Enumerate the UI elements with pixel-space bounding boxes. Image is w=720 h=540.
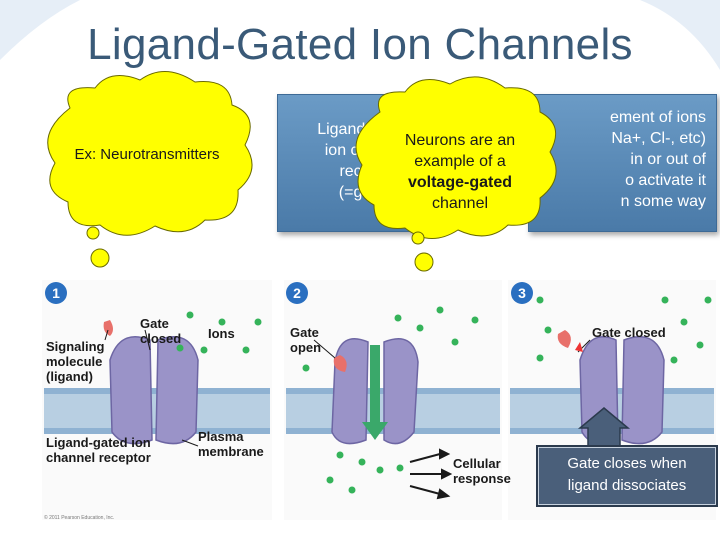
note-line-bold: voltage-gated [407,174,512,191]
tooltip-arrow [577,407,631,448]
note-line: example of a [414,153,506,170]
neurotransmitters-example: Ex: Neurotransmitters [74,146,220,163]
box-line: ement of ions [609,109,706,126]
gate-open-label: Gate open [290,325,322,355]
response-arrows [409,448,453,500]
tooltip-line: ligand dissociates [567,477,687,494]
ligand-3 [557,330,571,348]
gate-closes-tooltip: Gate closes when ligand dissociates [538,447,716,505]
panel-number-2: 2 [286,282,308,304]
copyright-note: © 2011 Pearson Education, Inc. [44,515,115,521]
middle-thought-bubble [355,76,557,272]
panel-number-3: 3 [511,282,533,304]
signaling-molecule-label: Signaling molecule (ligand) [46,339,105,384]
slide-title: Ligand-Gated Ion Channels [87,20,633,69]
box-line: Na+, Cl-, etc) [611,130,706,147]
ligand-2 [333,355,347,372]
receptor-label: Ligand-gated ion channel receptor [46,435,151,465]
left-thought-bubble [47,71,253,268]
panel-number-1: 1 [45,282,67,304]
gate-closed-label: Gate closed [140,316,182,346]
ion-movement-box: ement of ions Na+, Cl-, etc) in or out o… [528,94,717,232]
tooltip-line: Gate closes when [567,455,687,472]
note-line: Neurons are an [404,132,516,149]
voltage-gated-note: Neurons are an example of a voltage-gate… [380,130,540,214]
ion-flow-arrow [370,345,380,425]
plasma-membrane-label: Plasma membrane [198,429,264,459]
cellular-response-label: Cellular response [453,456,511,486]
box-line: in or out of [630,151,706,168]
box-line: o activate it [625,172,706,189]
receptor-1 [109,336,199,445]
box-line: n some way [620,193,706,210]
ions-label: Ions [208,326,235,341]
note-line: channel [431,195,489,212]
gate-closed-label-3: Gate closed [592,325,666,340]
ligand-1 [103,320,113,336]
ions [176,296,712,494]
